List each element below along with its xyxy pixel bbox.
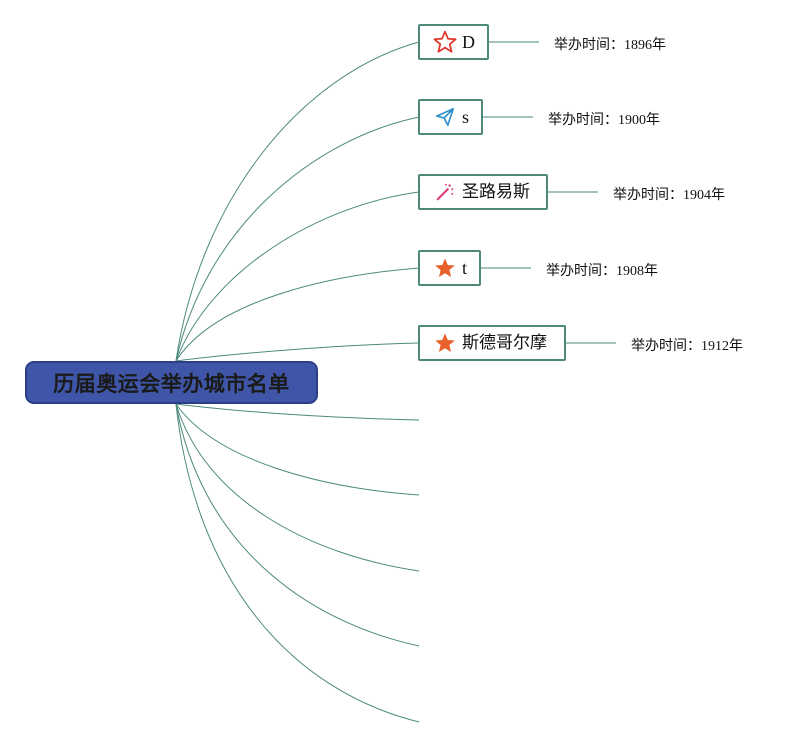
- note-year: 1900: [618, 113, 646, 128]
- star-filled-icon: [432, 255, 458, 281]
- note-prefix: 举办时间：: [546, 263, 616, 279]
- note-year: 1908: [616, 264, 644, 279]
- city-node-2[interactable]: s: [418, 99, 483, 135]
- note-prefix: 举办时间：: [613, 187, 683, 203]
- note-year: 1912: [701, 339, 729, 354]
- note-suffix: 年: [644, 263, 658, 279]
- paper-plane-icon: [432, 104, 458, 130]
- branch-line-8: [175, 403, 420, 572]
- branch-line-4: [175, 267, 420, 362]
- city-node-1-label: D: [462, 32, 475, 52]
- note-year: 1904: [683, 188, 711, 203]
- city-node-3[interactable]: 圣路易斯: [418, 174, 548, 210]
- root-topic-label: 历届奥运会举办城市名单: [53, 371, 290, 396]
- note-prefix: 举办时间：: [631, 338, 701, 354]
- city-node-2-label: s: [461, 107, 469, 127]
- branch-line-1: [175, 41, 420, 362]
- branch-line-6: [175, 403, 420, 421]
- note-year: 1896: [624, 38, 652, 53]
- note-prefix: 举办时间：: [548, 112, 618, 128]
- city-node-4[interactable]: t: [418, 250, 481, 286]
- branch-line-2: [175, 116, 420, 362]
- root-topic[interactable]: 历届奥运会举办城市名单: [25, 361, 318, 404]
- note-suffix: 年: [646, 112, 660, 128]
- city-node-1[interactable]: D: [418, 24, 489, 60]
- branch-line-7: [175, 403, 420, 496]
- branch-line-3: [175, 191, 420, 362]
- city-node-5[interactable]: 斯德哥尔摩: [418, 325, 566, 361]
- magic-wand-icon: [432, 179, 458, 205]
- branch-line-9: [175, 403, 420, 647]
- branch-line-5: [175, 342, 420, 362]
- city-note-4[interactable]: 举办时间：1908年: [546, 260, 658, 280]
- city-note-2[interactable]: 举办时间：1900年: [548, 109, 660, 129]
- note-suffix: 年: [729, 338, 743, 354]
- city-note-5[interactable]: 举办时间：1912年: [631, 335, 743, 355]
- city-node-5-label: 斯德哥尔摩: [462, 332, 547, 353]
- star-filled-icon: [432, 330, 458, 356]
- note-suffix: 年: [652, 37, 666, 53]
- note-suffix: 年: [711, 187, 725, 203]
- branch-line-10: [175, 403, 420, 723]
- city-node-4-label: t: [461, 258, 467, 278]
- note-prefix: 举办时间：: [554, 37, 624, 53]
- city-note-3[interactable]: 举办时间：1904年: [613, 184, 725, 204]
- city-note-1[interactable]: 举办时间：1896年: [554, 34, 666, 54]
- city-node-3-label: 圣路易斯: [462, 181, 530, 202]
- star-outline-icon: [432, 29, 458, 55]
